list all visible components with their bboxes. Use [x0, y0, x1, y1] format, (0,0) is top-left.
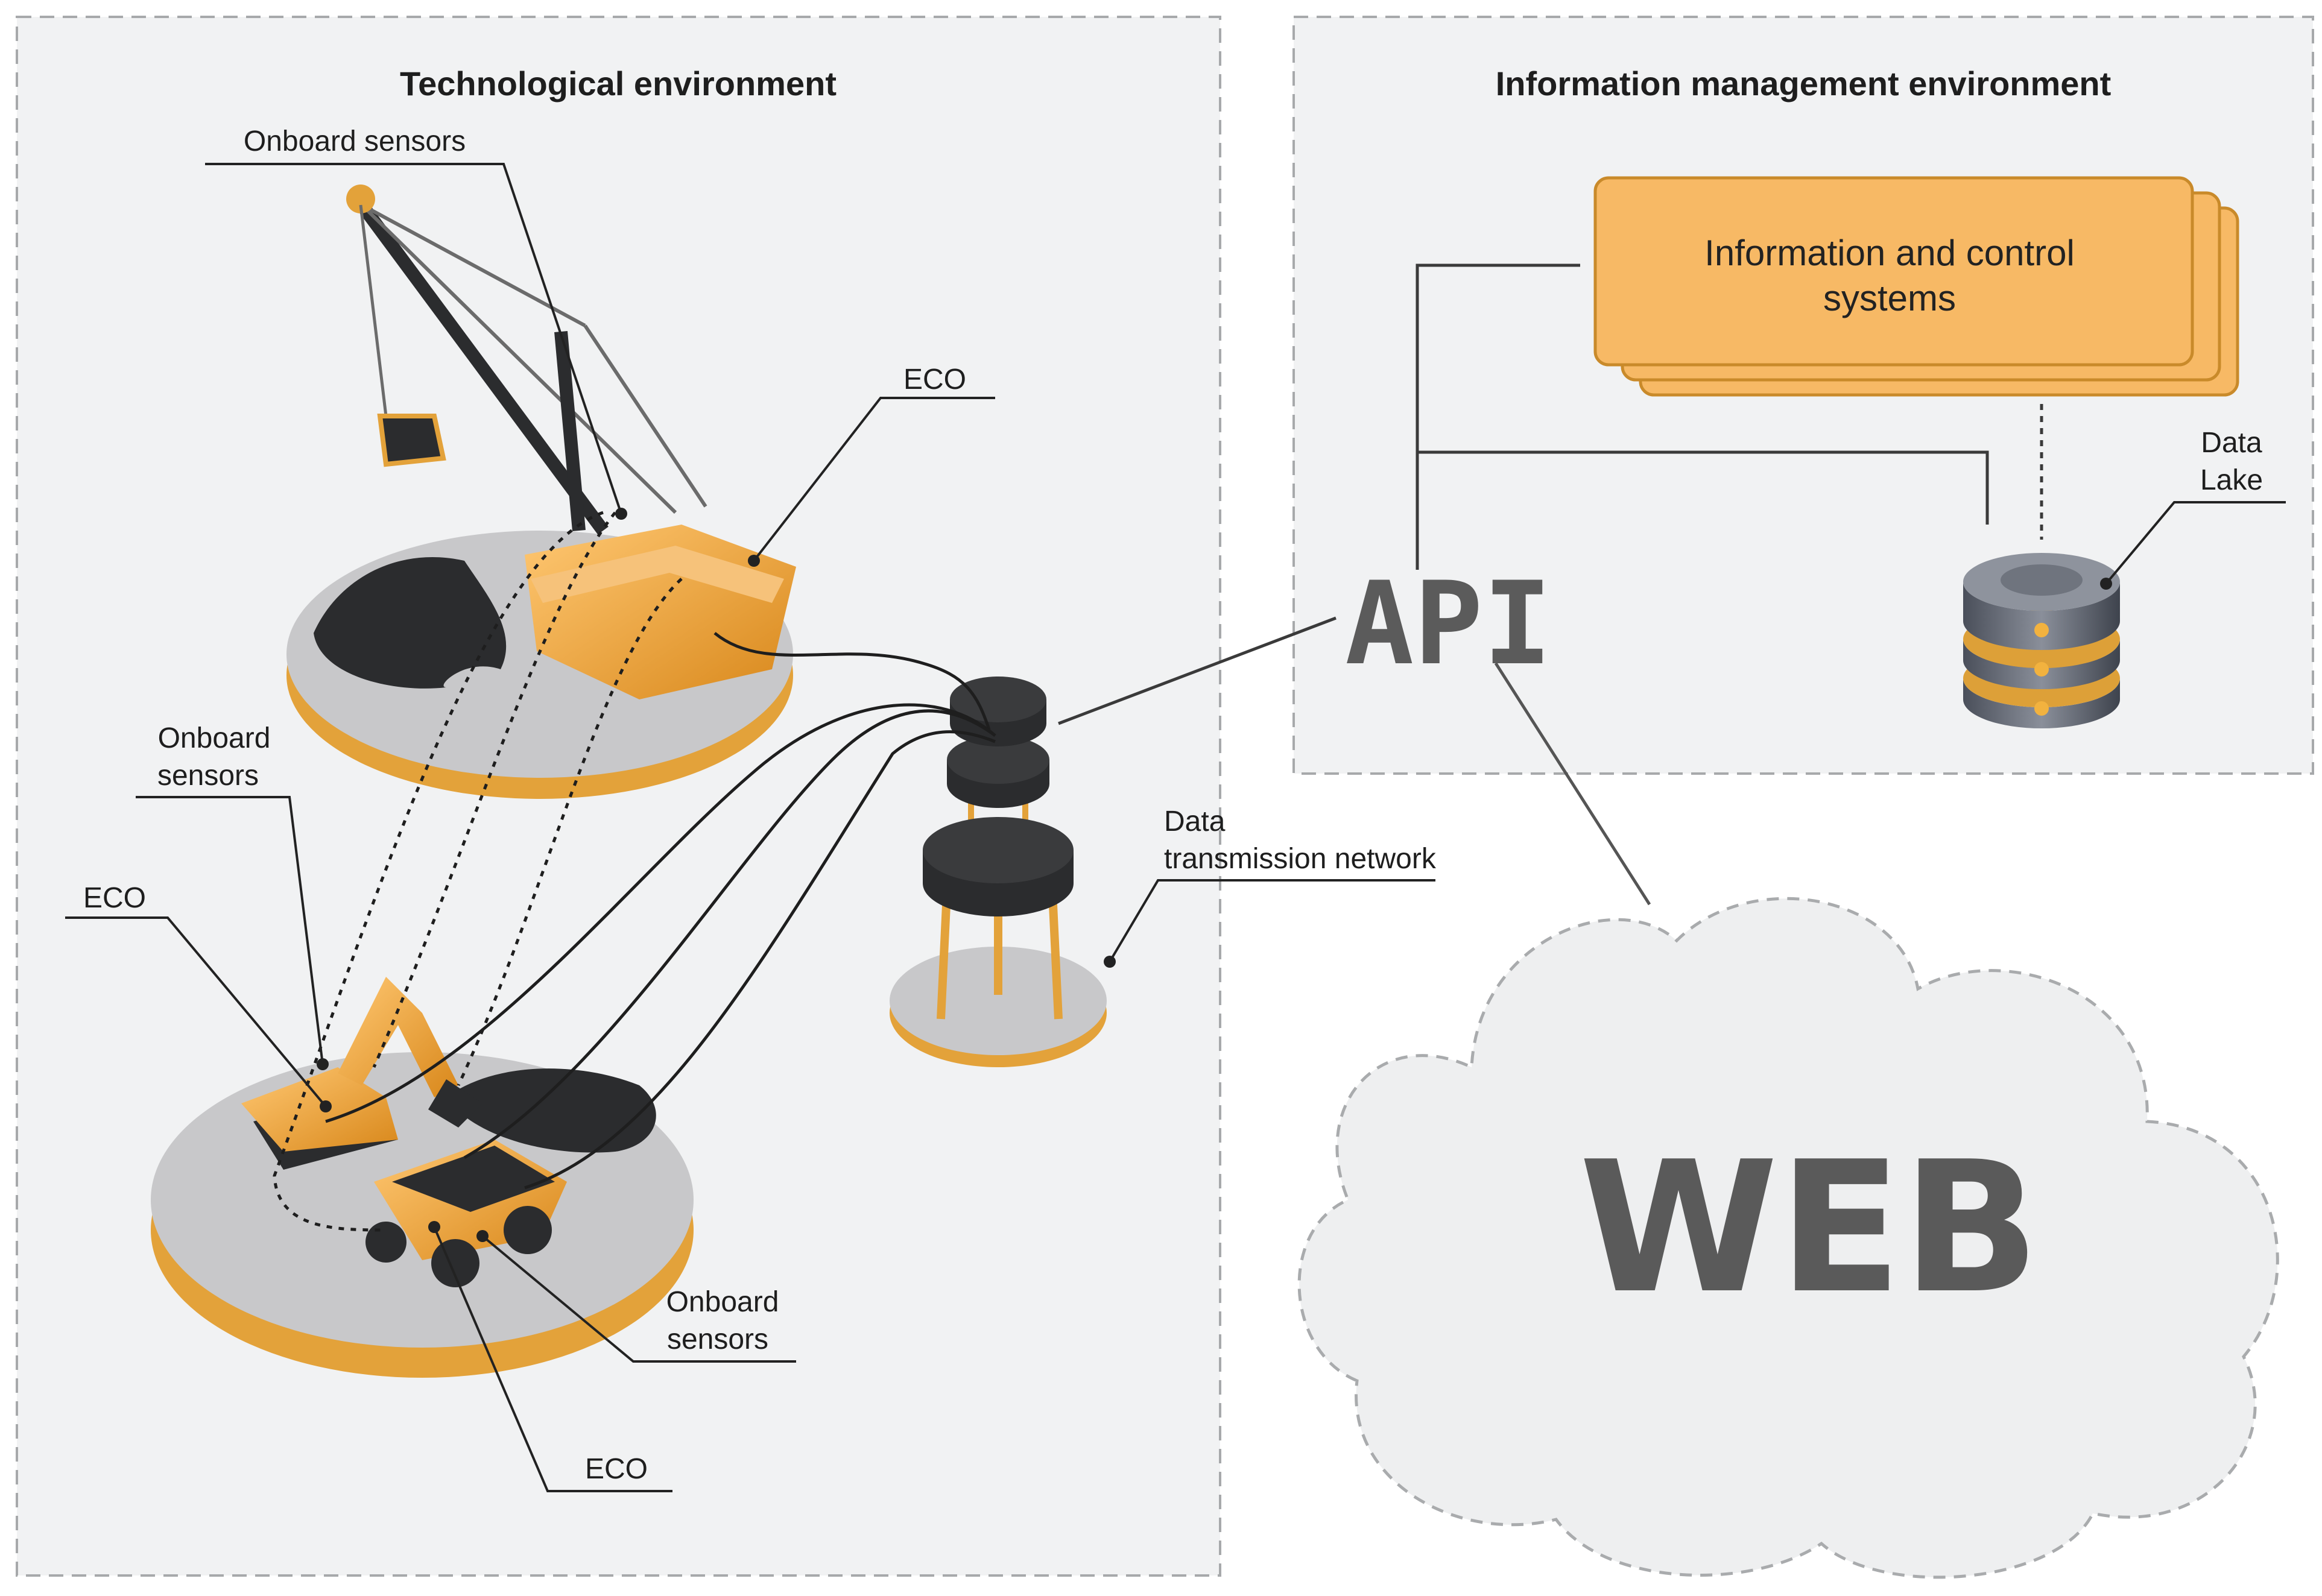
dump-truck [365, 1140, 567, 1287]
dragline-eco-callout: ECO [748, 364, 995, 567]
ics-label-line2: systems [1823, 278, 1956, 318]
svg-text:Onboard: Onboard [666, 1286, 779, 1318]
svg-text:Lake: Lake [2200, 464, 2263, 496]
svg-text:ECO: ECO [83, 882, 146, 914]
svg-text:sensors: sensors [667, 1323, 768, 1355]
dragline-sensors-callout: Onboard sensors [205, 125, 627, 520]
data-lake-database-icon [1963, 553, 2120, 728]
svg-text:ECO: ECO [903, 364, 966, 396]
coal-pile [314, 557, 507, 689]
dragline-excavator [346, 185, 796, 699]
information-control-systems: Information and control systems [1593, 176, 2239, 397]
ics-api-connectors [1416, 263, 1989, 570]
svg-text:sensors: sensors [157, 760, 259, 792]
truck-sensors-callout: Onboard sensors [476, 1230, 796, 1363]
excavator-sensors-callout: Onboard sensors [136, 722, 329, 1070]
ics-label-line1: Information and control [1704, 233, 2075, 273]
web-label: WEB [1579, 1123, 2040, 1333]
truck-eco-callout: ECO [428, 1221, 672, 1492]
technological-environment-title: Technological environment [400, 65, 837, 103]
dotted-links [273, 511, 683, 1232]
web-cloud: WEB [1297, 897, 2279, 1579]
hydraulic-excavator [241, 977, 482, 1170]
network-cables [325, 632, 996, 1190]
svg-text:Onboard: Onboard [158, 722, 271, 754]
information-management-title: Information management environment [1496, 65, 2112, 103]
excavator-eco-callout: ECO [65, 882, 332, 1112]
svg-text:Data: Data [1164, 806, 1226, 837]
network-callout: Data transmission network [1104, 806, 1437, 968]
api-web-link [1494, 662, 1651, 906]
coal-pile-2 [446, 1068, 656, 1153]
svg-text:Data: Data [2201, 427, 2262, 459]
svg-text:ECO: ECO [585, 1453, 648, 1485]
network-tower [890, 677, 1107, 1067]
data-lake-label: Data Lake [2100, 427, 2286, 590]
svg-text:transmission network: transmission network [1164, 843, 1437, 875]
api-label: API [1345, 557, 1552, 690]
network-api-link [1058, 616, 1337, 725]
svg-text:Onboard sensors: Onboard sensors [244, 125, 466, 157]
